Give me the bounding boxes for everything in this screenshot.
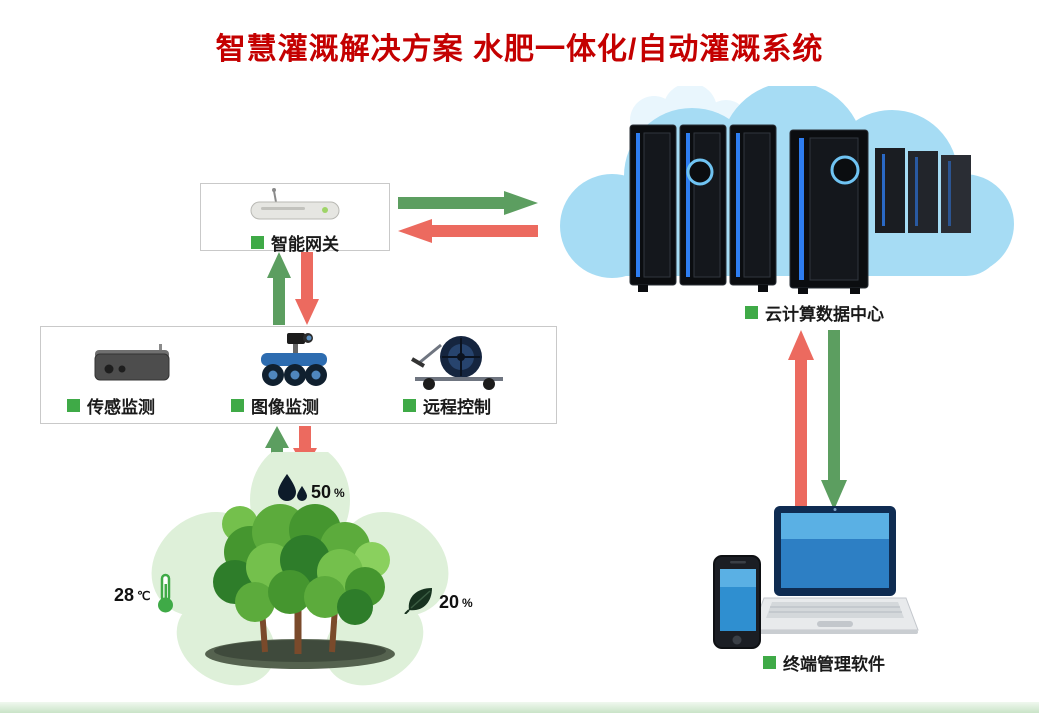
green-square-icon (251, 236, 264, 249)
sensors-to-gateway-arrow-icon (266, 252, 292, 330)
monitoring-node: 传感监测 图像监测 远程控制 (40, 326, 557, 424)
cloud-label-row: 云计算数据中心 (745, 300, 884, 325)
remote-label-row: 远程控制 (403, 393, 491, 418)
cloud-to-gateway-arrow-icon (398, 218, 538, 249)
sensor-label-row: 传感监测 (67, 393, 155, 418)
cloud-datacenter-illustration (542, 82, 1018, 307)
green-square-icon (67, 399, 80, 412)
image-label-row: 图像监测 (231, 393, 319, 418)
terminal-label-row: 终端管理软件 (763, 650, 885, 675)
sensor-device-icon (89, 341, 177, 392)
green-square-icon (745, 306, 758, 319)
cloud-to-terminal-arrow-icon (820, 330, 848, 515)
humidity-unit: % (462, 595, 473, 610)
camera-robot-icon (249, 331, 341, 394)
gateway-to-cloud-arrow-icon (398, 190, 538, 221)
server-rack-icon (875, 148, 971, 233)
server-rack-icon (789, 129, 869, 294)
green-square-icon (231, 399, 244, 412)
image-label: 图像监测 (251, 398, 319, 417)
gateway-label: 智能网关 (271, 235, 339, 254)
server-rack-icon (629, 124, 777, 292)
laptop-icon (750, 506, 920, 651)
temperature-unit: ℃ (137, 588, 151, 603)
water-drop-icon (276, 474, 308, 511)
router-icon (247, 187, 343, 230)
moisture-unit: % (334, 485, 345, 500)
green-square-icon (403, 399, 416, 412)
green-square-icon (763, 656, 776, 669)
sensor-label: 传感监测 (87, 398, 155, 417)
temperature-metric: 28 ℃ (114, 572, 178, 619)
moisture-metric: 50 % (276, 474, 345, 511)
gateway-node: 智能网关 (200, 183, 390, 254)
moisture-value: 50 (311, 482, 332, 502)
cloud-label: 云计算数据中心 (765, 305, 884, 324)
temperature-value: 28 (114, 585, 135, 605)
irrigation-machine-icon (409, 333, 509, 396)
gateway-to-sensors-arrow-icon (294, 252, 320, 330)
plants-icon (213, 504, 390, 655)
humidity-metric: 20 % (404, 586, 473, 619)
terminal-to-cloud-arrow-icon (787, 330, 815, 515)
bottom-accent-bar (0, 702, 1039, 713)
terminal-label: 终端管理软件 (783, 655, 885, 674)
thermometer-icon (154, 572, 178, 619)
remote-label: 远程控制 (423, 398, 491, 417)
leaf-icon (404, 586, 436, 619)
phone-icon (712, 554, 764, 657)
page-title: 智慧灌溉解决方案 水肥一体化/自动灌溉系统 (215, 33, 824, 66)
humidity-value: 20 (439, 592, 460, 612)
